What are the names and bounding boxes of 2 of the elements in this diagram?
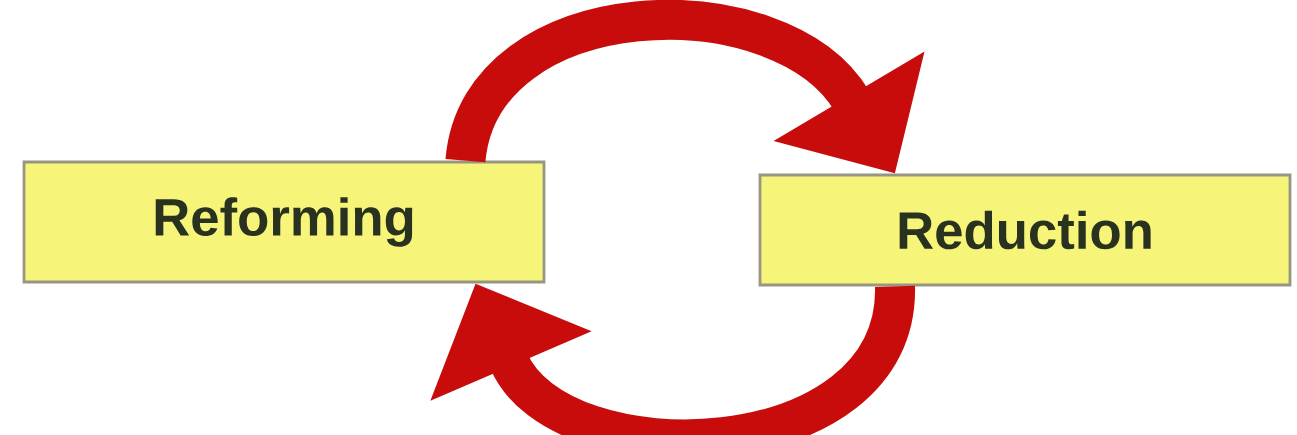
process-box: Reforming <box>22 160 546 284</box>
process-box: Reduction <box>758 173 1292 287</box>
